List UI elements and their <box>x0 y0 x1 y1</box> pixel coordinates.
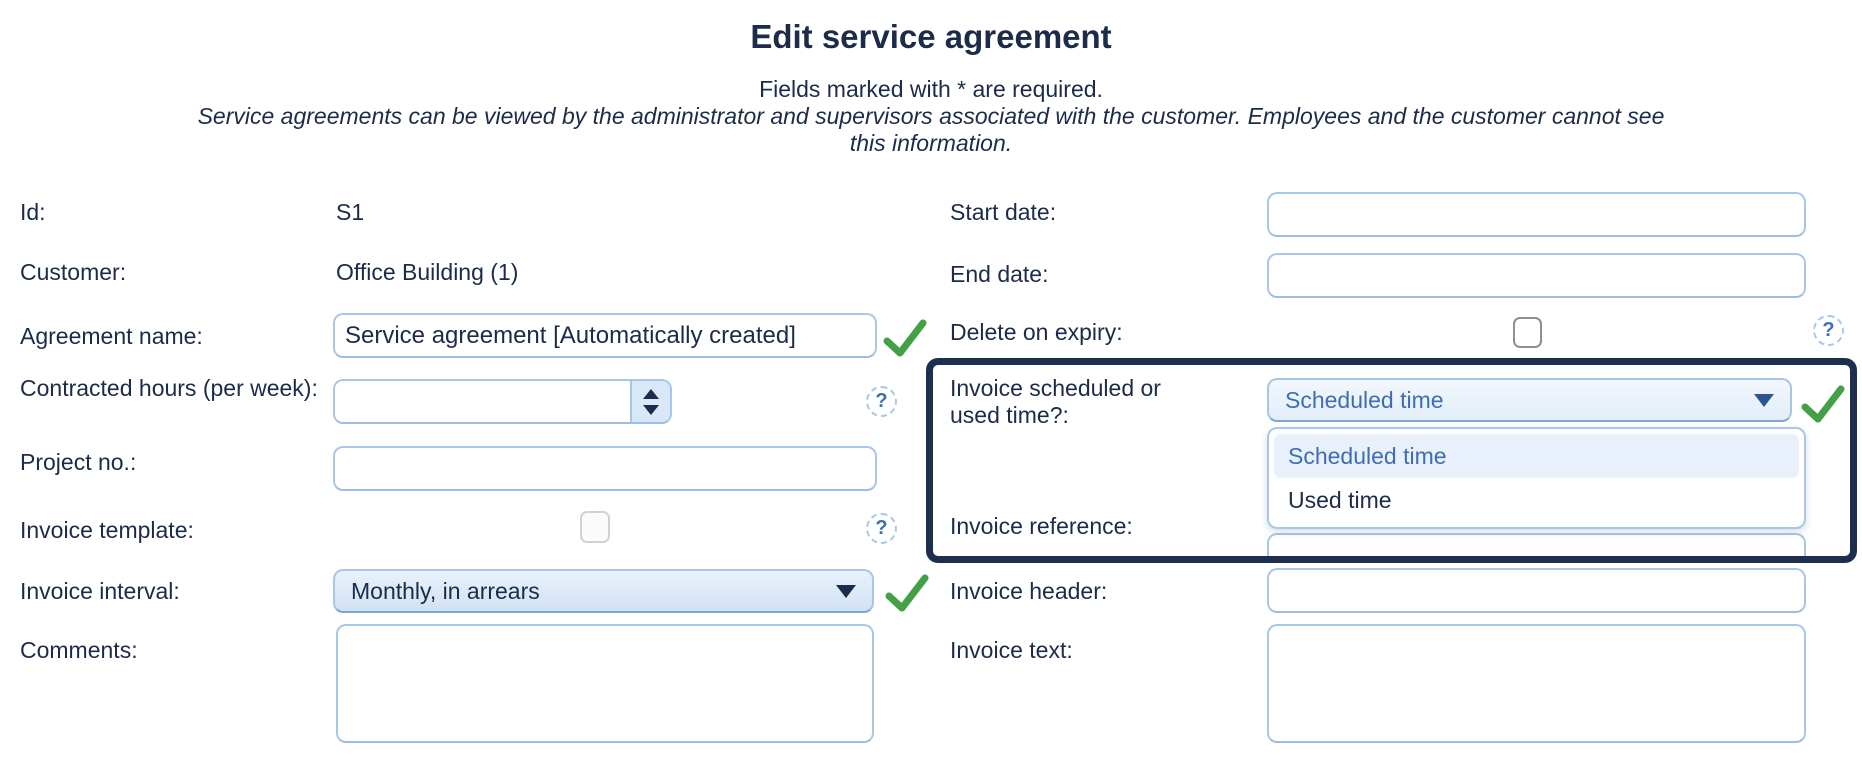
highlight-box: Invoice scheduled or used time?: Schedul… <box>926 358 1857 563</box>
invoice-template-checkbox <box>580 511 610 543</box>
info-note-line1: Service agreements can be viewed by the … <box>197 103 1665 129</box>
comments-textarea[interactable] <box>336 624 874 743</box>
end-date-input[interactable] <box>1267 253 1806 298</box>
invoice-scheduled-label: Invoice scheduled or used time?: <box>950 375 1161 428</box>
contracted-hours-stepper[interactable] <box>333 379 672 424</box>
invoice-interval-select[interactable]: Monthly, in arrears <box>333 569 874 613</box>
delete-on-expiry-label: Delete on expiry: <box>950 319 1123 345</box>
page-title: Edit service agreement <box>750 18 1112 55</box>
valid-checkmark-icon <box>1800 383 1846 430</box>
help-glyph: ? <box>875 517 888 539</box>
start-date-label: Start date: <box>950 199 1057 225</box>
help-icon[interactable]: ? <box>1813 315 1844 346</box>
invoice-text-textarea[interactable] <box>1267 624 1806 743</box>
valid-checkmark-icon <box>884 572 930 619</box>
invoice-header-label: Invoice header: <box>950 578 1108 604</box>
help-glyph: ? <box>1822 319 1835 341</box>
invoice-template-label: Invoice template: <box>20 517 194 543</box>
contracted-hours-input[interactable] <box>335 381 630 422</box>
help-glyph: ? <box>875 390 888 412</box>
agreement-name-input[interactable] <box>333 313 877 358</box>
help-icon[interactable]: ? <box>866 386 897 417</box>
valid-checkmark-icon <box>882 317 928 364</box>
help-icon[interactable]: ? <box>866 513 897 544</box>
chevron-down-icon <box>1754 393 1774 407</box>
invoice-interval-value: Monthly, in arrears <box>351 577 540 604</box>
spinner-up-icon[interactable] <box>643 388 659 399</box>
agreement-name-label: Agreement name: <box>20 323 203 349</box>
invoice-text-label: Invoice text: <box>950 637 1073 663</box>
required-fields-note: Fields marked with * are required. <box>759 76 1103 102</box>
delete-on-expiry-checkbox[interactable] <box>1513 317 1542 348</box>
invoice-reference-label: Invoice reference: <box>950 513 1133 539</box>
project-no-input[interactable] <box>333 446 877 491</box>
spinner-buttons[interactable] <box>630 381 670 422</box>
id-value: S1 <box>336 199 365 225</box>
chevron-down-icon <box>836 584 856 598</box>
invoice-reference-input[interactable] <box>1267 533 1806 556</box>
invoice-header-input[interactable] <box>1267 568 1806 613</box>
comments-label: Comments: <box>20 637 138 663</box>
invoice-scheduled-value: Scheduled time <box>1285 386 1444 413</box>
invoice-interval-label: Invoice interval: <box>20 578 180 604</box>
contracted-hours-label: Contracted hours (per week): <box>20 375 318 401</box>
start-date-input[interactable] <box>1267 192 1806 237</box>
id-label: Id: <box>20 199 46 225</box>
invoice-scheduled-select[interactable]: Scheduled time <box>1267 378 1792 422</box>
info-note-line2: this information. <box>849 130 1013 156</box>
customer-value: Office Building (1) <box>336 259 519 285</box>
end-date-label: End date: <box>950 261 1049 287</box>
dropdown-option-scheduled-time[interactable]: Scheduled time <box>1274 434 1799 478</box>
customer-label: Customer: <box>20 259 127 285</box>
invoice-scheduled-dropdown-list: Scheduled time Used time <box>1267 427 1806 529</box>
project-no-label: Project no.: <box>20 449 137 475</box>
spinner-down-icon[interactable] <box>643 404 659 415</box>
dropdown-option-used-time[interactable]: Used time <box>1288 486 1392 513</box>
